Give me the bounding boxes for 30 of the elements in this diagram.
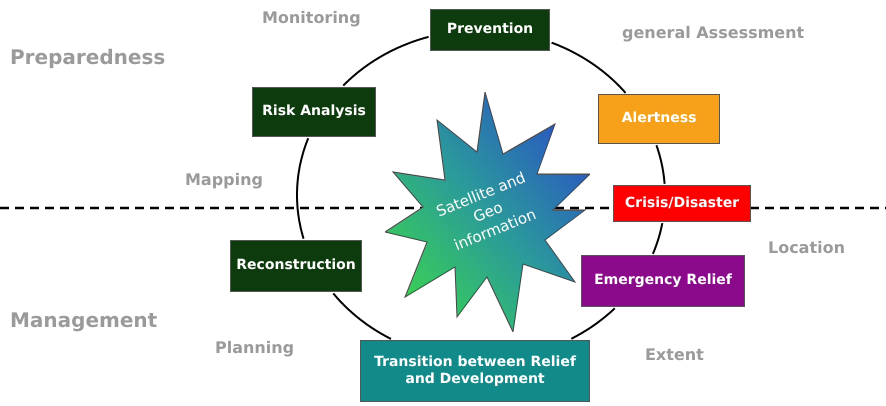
stage-title: Risk Analysis <box>262 103 366 121</box>
stage-box <box>230 240 362 292</box>
stage-title: Prevention <box>446 21 534 39</box>
activity-label: Extent <box>645 345 704 364</box>
stage-title: Transition between Relief and Development <box>373 354 578 388</box>
stage-box <box>613 185 751 222</box>
connector-arc <box>551 42 626 94</box>
activity-label: Monitoring <box>262 8 361 27</box>
connector-arc <box>652 222 664 255</box>
activity-label: Mapping <box>185 170 263 189</box>
phase-label: Preparedness <box>10 45 166 69</box>
stage-box <box>598 94 720 144</box>
connector-arc <box>655 144 666 185</box>
stage-box <box>581 255 745 307</box>
phase-label: Management <box>10 308 158 332</box>
activity-label: Planning <box>215 338 294 357</box>
stage-title: Emergency Relief <box>594 272 732 290</box>
stage-box <box>360 340 590 402</box>
connector-arc <box>332 292 392 340</box>
connector-arc <box>570 308 616 340</box>
stage-title: Reconstruction <box>236 257 356 275</box>
activity-label: Location <box>768 238 845 257</box>
stage-title: Crisis/Disaster <box>624 194 740 212</box>
activity-label: general Assessment <box>622 23 804 42</box>
connector-arc <box>296 138 310 240</box>
stage-box <box>252 87 376 137</box>
stage-title: Alertness <box>622 110 696 128</box>
connector-arc <box>342 36 429 86</box>
starburst-shape <box>385 92 590 332</box>
stage-box <box>430 9 550 51</box>
